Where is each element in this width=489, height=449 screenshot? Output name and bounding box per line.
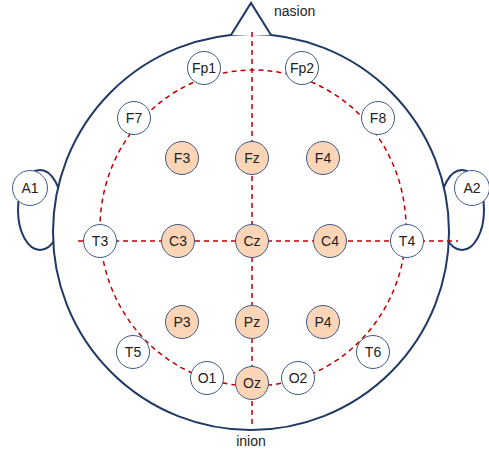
electrode-label: C3 [169, 234, 187, 248]
electrode-label: F3 [174, 151, 190, 165]
guide-ellipse [100, 70, 406, 386]
electrode: T6 [356, 335, 390, 369]
electrode: Fp2 [285, 51, 319, 85]
electrode-label: A2 [463, 181, 480, 195]
electrode-label: T6 [365, 345, 381, 359]
electrode-highlighted: Fz [235, 141, 269, 175]
electrode-label: O2 [289, 371, 308, 385]
electrode-highlighted: P3 [165, 305, 199, 339]
electrode-label: F7 [126, 111, 142, 125]
electrode-label: Fz [244, 151, 260, 165]
electrode-label: Fp1 [192, 61, 216, 75]
electrode-label: P3 [173, 315, 190, 329]
electrode-label: Cz [243, 234, 260, 248]
electrode-highlighted: C3 [161, 224, 195, 258]
electrode: F7 [117, 101, 151, 135]
electrode-label: F4 [315, 151, 331, 165]
electrode-label: P4 [314, 315, 331, 329]
electrode-label: A1 [21, 181, 38, 195]
electrode-highlighted: Cz [235, 224, 269, 258]
electrode-highlighted: F4 [306, 141, 340, 175]
electrode-label: O1 [198, 371, 217, 385]
electrode-label: T3 [92, 234, 108, 248]
electrode-label: T5 [125, 345, 141, 359]
electrode-highlighted: Pz [235, 305, 269, 339]
nose [231, 3, 271, 35]
electrode-highlighted: P4 [306, 305, 340, 339]
electrode-label: Oz [243, 376, 261, 390]
electrode: Fp1 [187, 51, 221, 85]
electrode-label: Fp2 [290, 61, 314, 75]
electrode: O2 [281, 361, 315, 395]
electrode-highlighted: C4 [313, 224, 347, 258]
electrode-label: Pz [244, 315, 260, 329]
landmark-label: nasion [272, 4, 317, 18]
electrode-label: T4 [399, 234, 415, 248]
electrode: T5 [116, 335, 150, 369]
electrode-label: C4 [321, 234, 339, 248]
electrode: T4 [390, 224, 424, 258]
landmark-label: inion [234, 434, 268, 448]
electrode: T3 [83, 224, 117, 258]
electrode: A2 [454, 170, 489, 206]
electrode: A1 [12, 170, 48, 206]
electrode: F8 [361, 101, 395, 135]
electrode: O1 [190, 361, 224, 395]
head-outline [53, 34, 449, 430]
electrode-label: F8 [370, 111, 386, 125]
electrode-highlighted: Oz [235, 366, 269, 400]
electrode-highlighted: F3 [165, 141, 199, 175]
